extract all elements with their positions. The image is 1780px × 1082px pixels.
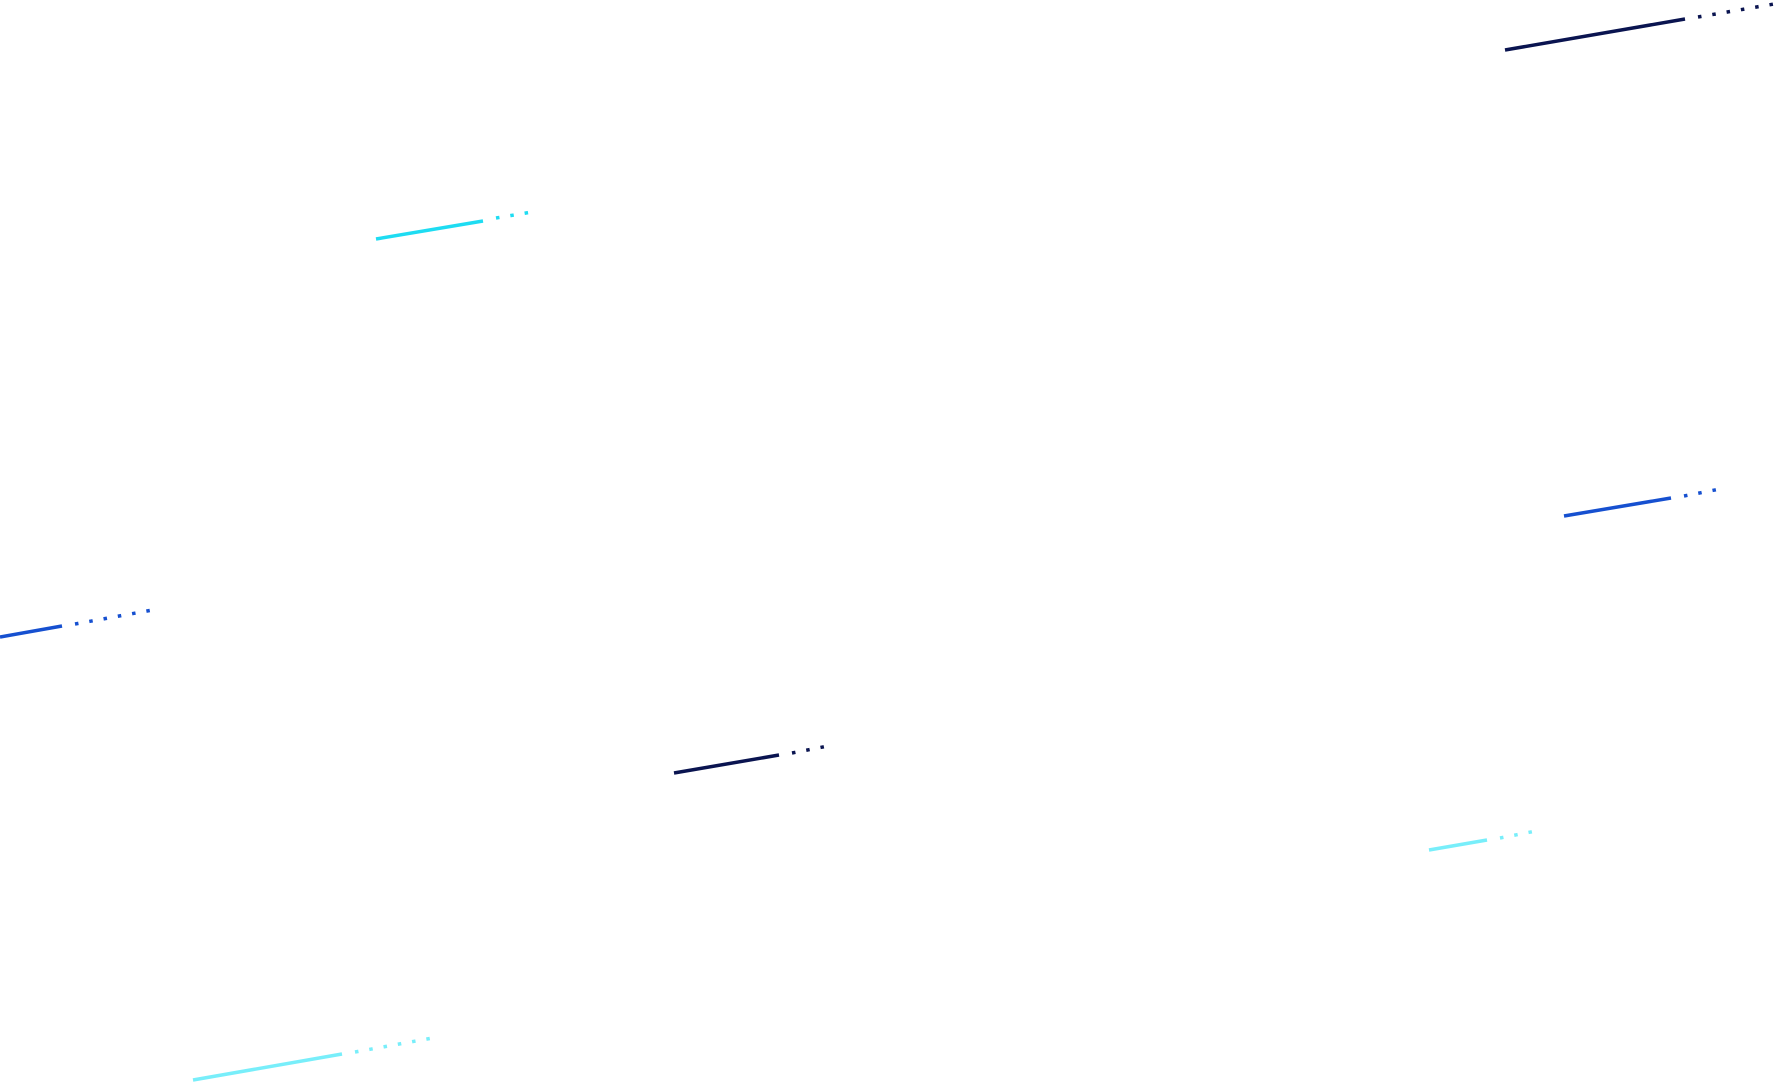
streak-dotted-segment bbox=[1683, 487, 1721, 498]
streak-blue-right bbox=[1563, 487, 1721, 518]
streak-solid-segment bbox=[1563, 496, 1672, 518]
streak-navy-center bbox=[673, 744, 829, 775]
streak-light-cyan-right bbox=[1428, 829, 1537, 852]
streak-navy-top-right bbox=[1504, 1, 1780, 52]
streak-solid-segment bbox=[192, 1052, 343, 1082]
streak-dotted-segment bbox=[1499, 829, 1537, 840]
streak-solid-segment bbox=[0, 624, 63, 639]
streak-solid-segment bbox=[1504, 17, 1686, 52]
streak-light-cyan-bottom-left bbox=[192, 1035, 439, 1082]
streak-solid-segment bbox=[375, 219, 484, 241]
streak-dotted-segment bbox=[495, 210, 533, 220]
streak-blue-left bbox=[0, 607, 159, 639]
streak-cyan-upper-left bbox=[375, 210, 533, 241]
streak-dotted-segment bbox=[791, 744, 829, 755]
streak-solid-segment bbox=[1428, 838, 1488, 852]
streak-solid-segment bbox=[673, 753, 780, 775]
